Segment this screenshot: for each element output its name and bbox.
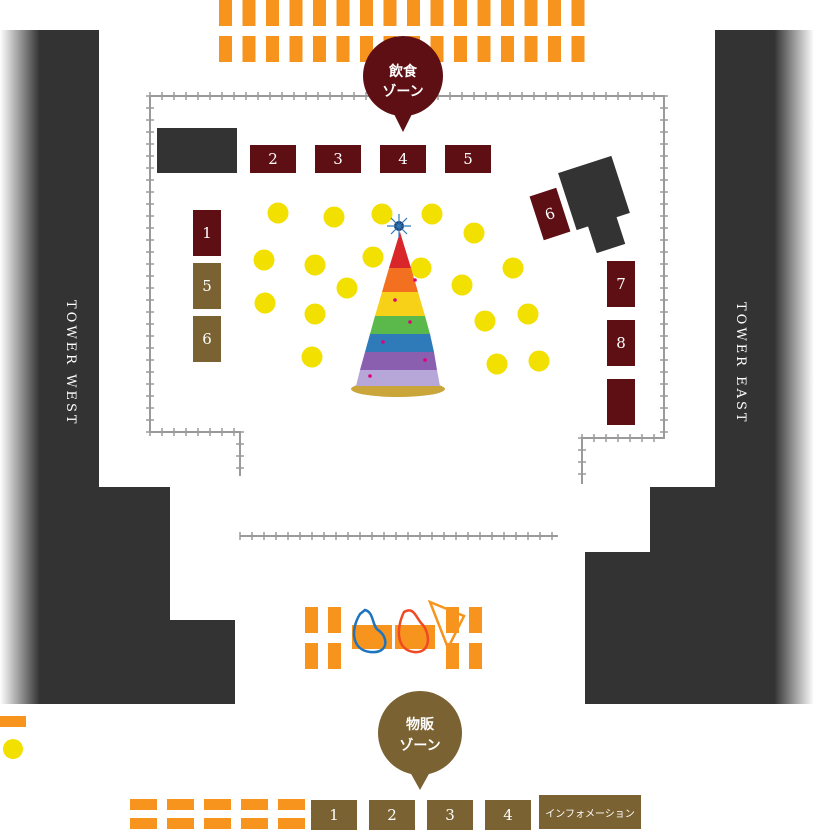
- seat: [219, 0, 232, 26]
- seat: [360, 0, 373, 26]
- stage-block-angled: [558, 155, 630, 254]
- table: [253, 249, 275, 271]
- seat: [266, 36, 279, 62]
- seat: [204, 799, 231, 810]
- table: [528, 350, 550, 372]
- table-area: [253, 202, 550, 375]
- goods-zone-marker: 物販 ゾーン: [378, 691, 462, 790]
- goods-booth-2[interactable]: 2: [369, 800, 415, 830]
- table: [336, 277, 358, 299]
- legend-table-swatch: [3, 739, 23, 759]
- seat: [313, 0, 326, 26]
- goods-zone-label-2: ゾーン: [399, 737, 440, 754]
- table: [304, 254, 326, 276]
- seat: [524, 0, 538, 26]
- goods-booth-6[interactable]: 6: [193, 316, 221, 362]
- tower-west-building: [0, 30, 235, 704]
- seat: [501, 0, 514, 26]
- table: [517, 303, 539, 325]
- table: [301, 346, 323, 368]
- food-zone-label-1: 飲食: [388, 63, 418, 80]
- goods-booth-5[interactable]: 5: [193, 263, 221, 309]
- legend-seating-swatch: [0, 716, 26, 727]
- seat: [501, 36, 514, 62]
- seat: [524, 36, 538, 62]
- seat: [328, 607, 341, 633]
- seat: [454, 0, 467, 26]
- food-booth-7[interactable]: 7: [607, 261, 635, 307]
- seat: [336, 0, 350, 26]
- seat: [305, 643, 318, 669]
- food-zone-label-2: ゾーン: [382, 83, 423, 100]
- seat: [454, 36, 467, 62]
- tower-east-label: TOWER EAST: [733, 302, 748, 425]
- seat: [305, 607, 318, 633]
- seat: [289, 36, 303, 62]
- seat: [407, 0, 420, 26]
- stage-block: [157, 128, 237, 173]
- seat: [278, 818, 305, 829]
- table: [421, 203, 443, 225]
- food-booth-1[interactable]: 1: [193, 210, 221, 256]
- goods-booth-3[interactable]: 3: [427, 800, 473, 830]
- table: [323, 206, 345, 228]
- seat: [242, 36, 256, 62]
- leaf-sculpture-icon: [352, 599, 466, 654]
- seat: [446, 643, 459, 669]
- seat: [548, 0, 561, 26]
- seat: [548, 36, 561, 62]
- seat: [219, 36, 232, 62]
- seat: [328, 643, 341, 669]
- table: [474, 310, 496, 332]
- seat: [571, 0, 585, 26]
- seat: [383, 0, 397, 26]
- seat: [336, 36, 350, 62]
- seat: [289, 0, 303, 26]
- seat: [469, 607, 482, 633]
- table: [451, 274, 473, 296]
- seat: [477, 0, 491, 26]
- tower-west-label: TOWER WEST: [63, 300, 78, 427]
- seat: [167, 818, 194, 829]
- food-zone-marker: 飲食 ゾーン: [363, 36, 443, 132]
- seat: [430, 0, 444, 26]
- seat: [242, 0, 256, 26]
- seat: [477, 36, 491, 62]
- table: [254, 292, 276, 314]
- table: [362, 246, 384, 268]
- seat: [130, 799, 157, 810]
- seat: [313, 36, 326, 62]
- food-booth-3[interactable]: 3: [315, 145, 361, 173]
- food-booth-2[interactable]: 2: [250, 145, 296, 173]
- table: [486, 353, 508, 375]
- seat: [266, 0, 279, 26]
- goods-booth-4[interactable]: 4: [485, 800, 531, 830]
- tower-east-building: [585, 30, 814, 704]
- seat: [241, 799, 268, 810]
- food-booth-5[interactable]: 5: [445, 145, 491, 173]
- table: [463, 222, 485, 244]
- goods-zone-label-1: 物販: [406, 716, 435, 733]
- seat: [167, 799, 194, 810]
- christmas-tree-icon: [351, 214, 445, 397]
- table: [371, 203, 393, 225]
- table: [267, 202, 289, 224]
- seat: [241, 818, 268, 829]
- fence-posts: [146, 92, 668, 540]
- seat: [204, 818, 231, 829]
- info-booth[interactable]: インフォメーション: [539, 795, 641, 829]
- seat: [130, 818, 157, 829]
- food-booth-4[interactable]: 4: [380, 145, 426, 173]
- table: [304, 303, 326, 325]
- table: [502, 257, 524, 279]
- seat: [571, 36, 585, 62]
- food-booth-8[interactable]: 8: [607, 320, 635, 366]
- goods-booth-1[interactable]: 1: [311, 800, 357, 830]
- seat: [469, 643, 482, 669]
- food-booth-9[interactable]: [607, 379, 635, 425]
- seat: [278, 799, 305, 810]
- table: [410, 257, 432, 279]
